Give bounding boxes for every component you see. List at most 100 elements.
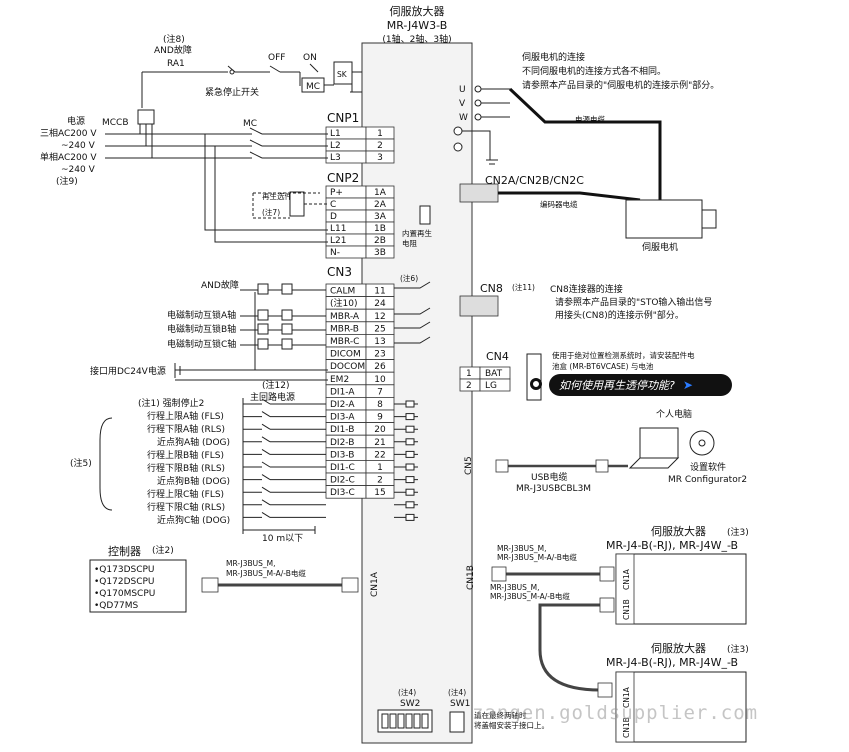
power-cable-label: 电源电缆 xyxy=(575,114,605,124)
bus-right-plug-3 xyxy=(599,597,615,613)
cnp2-pin: 1A xyxy=(374,188,387,198)
cn3-pin: 8 xyxy=(377,400,383,410)
builtin-regen-box xyxy=(419,205,431,225)
amp3-cn1a: CN1A xyxy=(622,686,631,708)
sw2-dip xyxy=(381,713,389,729)
cn3-pin: 15 xyxy=(374,488,385,498)
sk-box xyxy=(333,61,353,85)
cnp2-pin-cell xyxy=(365,245,395,259)
dog-a-label: 近点狗A轴 (DOG) xyxy=(157,436,230,448)
cnp2-pin: 3B xyxy=(374,248,386,258)
cn3-pin: 13 xyxy=(374,337,385,347)
regen-help-tooltip[interactable]: 如何使用再生透停功能? ➤ xyxy=(549,374,732,396)
ten-m-label: 10 m以下 xyxy=(262,534,303,544)
on-label: ON xyxy=(303,53,317,63)
cnp2-pin: 2B xyxy=(374,236,386,246)
mc-coil-label: MC xyxy=(306,82,320,92)
output-mark xyxy=(394,307,431,315)
usb-plug-2 xyxy=(595,459,609,473)
cn3-signal: MBR-A xyxy=(330,312,360,322)
amp-axes: (1轴、2轴、3轴) xyxy=(382,33,451,45)
single-phase-label: 单相AC200 V xyxy=(40,151,97,163)
sw1-label: SW1 xyxy=(450,699,470,709)
cn3-pin: 7 xyxy=(377,387,383,397)
cn3-pin: 24 xyxy=(374,299,386,309)
cnp2-signal: C xyxy=(330,200,336,210)
usb-plug-1 xyxy=(495,459,509,473)
ten-m-dimension xyxy=(242,526,316,534)
relay-diode-icon xyxy=(281,323,293,335)
cnp2-signal: L11 xyxy=(330,224,346,234)
cn3-signal: DI2-C xyxy=(330,476,355,486)
sw2-dip xyxy=(397,713,405,729)
cnp1-pin: 2 xyxy=(377,141,383,151)
power-lines xyxy=(105,133,328,159)
input-switch-contact xyxy=(261,461,271,468)
cnp2-pin: 1B xyxy=(374,224,386,234)
cnp2-title: CNP2 xyxy=(327,171,359,185)
sw2-dip xyxy=(405,713,413,729)
mccb-links xyxy=(139,124,153,158)
cn3-pin: 21 xyxy=(374,438,385,448)
cn3-signal: DI1-A xyxy=(330,387,355,397)
amp2-cn1a: CN1A xyxy=(622,568,631,590)
input-photo-icon xyxy=(405,513,415,521)
laptop-screen-icon xyxy=(639,427,679,459)
cnp2-signal: N- xyxy=(330,248,340,258)
dog-c-label: 近点狗C轴 (DOG) xyxy=(157,514,230,526)
bus-right-3: MR-J3BUS_M, xyxy=(490,583,540,592)
estop-contacts xyxy=(227,63,319,73)
bus-right-2: MR-J3BUS_M-A/-B电缆 xyxy=(497,552,577,562)
fls-b-label: 行程上限B轴 (FLS) xyxy=(147,449,224,461)
off-label: OFF xyxy=(268,53,285,63)
usb-label: USB电缆 xyxy=(531,471,567,483)
sw1-note: (注4) xyxy=(448,687,466,697)
terminal-w xyxy=(474,113,482,121)
input-switch-contact xyxy=(261,511,271,518)
cn4-bat: BAT xyxy=(485,369,503,379)
cnp1-pin-cell xyxy=(365,150,395,164)
cpu-1: •Q173DSCPU xyxy=(94,565,155,575)
main-circuit-label: 主回路电源 xyxy=(250,391,295,403)
input-photo-icon xyxy=(405,463,415,471)
cn3-signal: DI3-A xyxy=(330,413,355,423)
cn4-label: CN4 xyxy=(486,350,509,363)
cnp2-pin: 3A xyxy=(374,212,387,222)
mr-config-label: MR Configurator2 xyxy=(668,475,747,485)
cap-note-2: 将盖帽安装于接口上。 xyxy=(474,720,549,730)
usb-model: MR-J3USBCBL3M xyxy=(516,484,591,494)
relay-coil-icon xyxy=(257,323,269,335)
amp3-model: MR-J4-B(-RJ), MR-J4W_-B xyxy=(606,656,738,669)
sw2-dip xyxy=(389,713,397,729)
motor-conn-1: 不同伺服电机的连接方式各不相同。 xyxy=(522,65,666,77)
input-switch-contact xyxy=(261,436,271,443)
cn3-pin: 9 xyxy=(377,413,383,423)
cnp2-signal: P+ xyxy=(330,188,343,198)
laptop-base-icon xyxy=(628,457,680,469)
input-photo-icon xyxy=(405,413,415,421)
cn3-pin: 2 xyxy=(377,476,383,486)
relay-coil-icon xyxy=(257,309,269,321)
cn3-pin: 1 xyxy=(377,463,383,473)
cpu-4: •QD77MS xyxy=(94,601,139,611)
amp3-box xyxy=(615,671,747,743)
dc24-lines xyxy=(174,292,328,381)
cn8-connector xyxy=(459,295,499,317)
cnp1-signal: L3 xyxy=(330,153,341,163)
cn3-signal: MBR-B xyxy=(330,324,359,334)
amp2-side xyxy=(615,553,635,625)
cn8-label: CN8 xyxy=(480,282,503,295)
cn3-signal: DI1-C xyxy=(330,463,355,473)
input-photo-icon xyxy=(405,438,415,446)
encoder-cable-line xyxy=(498,191,641,202)
sk-label: SK xyxy=(337,70,348,79)
input-switch-contact xyxy=(261,474,271,481)
note7-label: (注7) xyxy=(262,207,280,217)
motor-conn-title: 伺服电机的连接 xyxy=(522,51,585,63)
cn4-lg: LG xyxy=(485,381,497,391)
input-switch-contact xyxy=(261,499,271,506)
rls-b-label: 行程下限B轴 (RLS) xyxy=(147,462,225,474)
cn8-note11: (注11) xyxy=(512,282,535,292)
sw2-label: SW2 xyxy=(400,699,420,709)
